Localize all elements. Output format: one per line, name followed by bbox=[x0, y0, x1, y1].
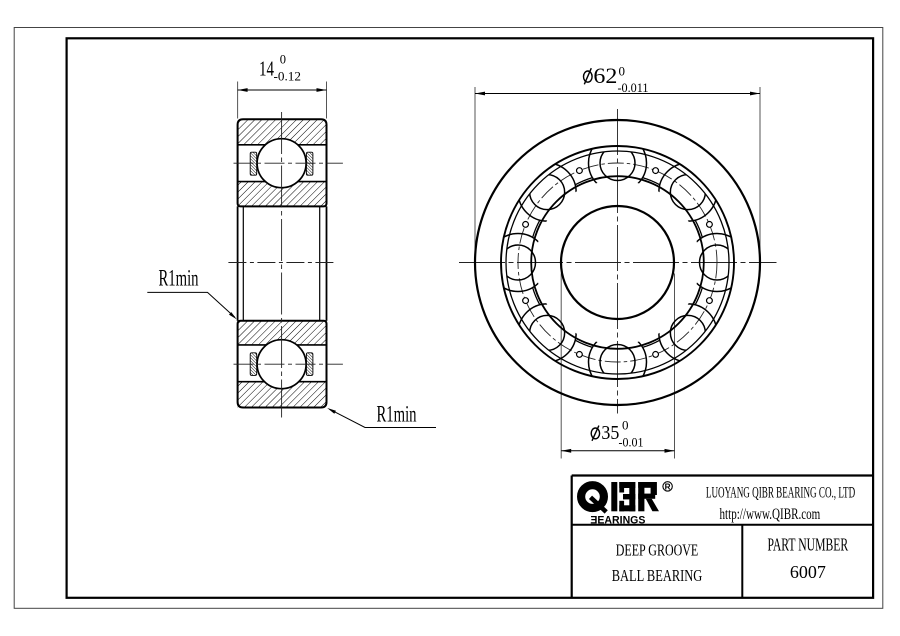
svg-text:0: 0 bbox=[622, 418, 629, 433]
svg-text:14: 14 bbox=[259, 57, 274, 81]
svg-text:35: 35 bbox=[601, 422, 619, 444]
svg-text:62: 62 bbox=[593, 63, 617, 88]
svg-text:ƎEARINGS: ƎEARINGS bbox=[590, 514, 645, 526]
svg-text:6007: 6007 bbox=[790, 562, 826, 582]
svg-text:-0.011: -0.011 bbox=[618, 80, 649, 95]
svg-text:0: 0 bbox=[619, 64, 626, 79]
svg-text:R: R bbox=[665, 483, 671, 492]
svg-text:-0.12: -0.12 bbox=[274, 70, 302, 84]
svg-text:BALL BEARING: BALL BEARING bbox=[612, 566, 703, 585]
svg-text:LUOYANG QIBR BEARING CO., LTD: LUOYANG QIBR BEARING CO., LTD bbox=[706, 485, 855, 502]
svg-text:PART NUMBER: PART NUMBER bbox=[767, 534, 848, 554]
svg-text:DEEP GROOVE: DEEP GROOVE bbox=[616, 540, 699, 559]
svg-text:R1min: R1min bbox=[377, 401, 417, 426]
svg-text:R1min: R1min bbox=[159, 266, 199, 291]
svg-text:0: 0 bbox=[280, 53, 286, 67]
svg-text:-0.01: -0.01 bbox=[619, 435, 644, 450]
svg-text:http://www.QIBR.com: http://www.QIBR.com bbox=[720, 506, 821, 523]
